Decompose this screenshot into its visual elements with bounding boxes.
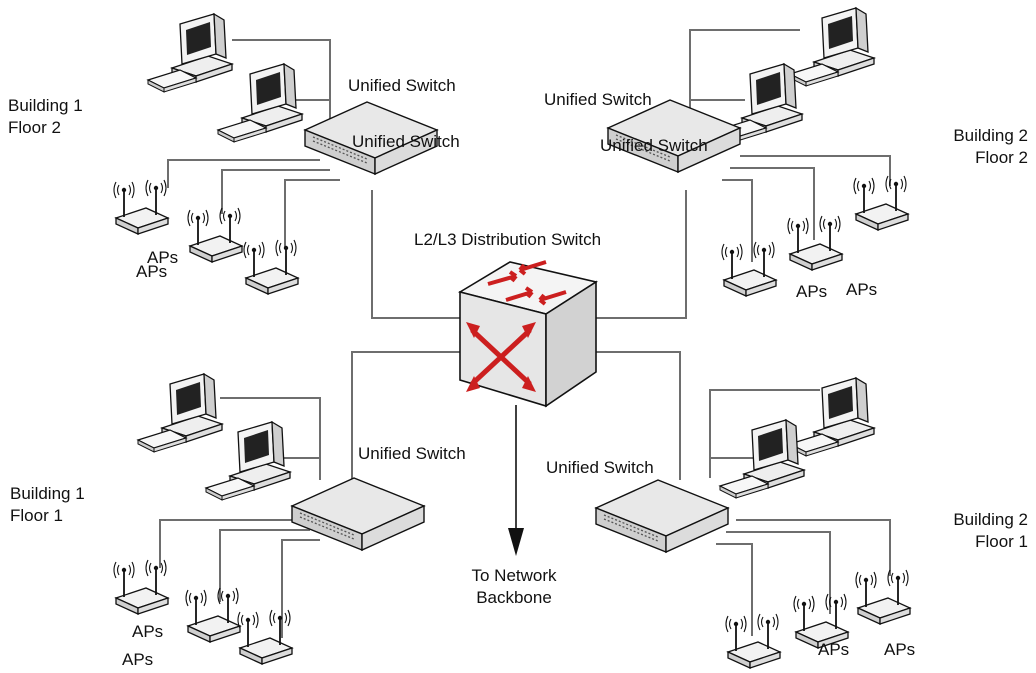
access-point-icon	[856, 570, 910, 624]
aps-label: APs	[846, 280, 877, 300]
access-point-icon	[854, 176, 908, 230]
aps-label: APs	[136, 262, 167, 282]
access-point-icon	[238, 610, 292, 664]
floor-label: Floor 1	[10, 506, 63, 526]
access-point-icon	[186, 588, 240, 642]
computer-icon	[790, 8, 874, 86]
backbone-label-line2: Backbone	[454, 588, 574, 608]
aps-label: APs	[132, 622, 163, 642]
floor-label: Floor 2	[975, 148, 1028, 168]
arrow-down-icon	[508, 528, 524, 556]
aps-label: APs	[122, 650, 153, 670]
aps-label: APs	[884, 640, 915, 660]
access-point-icon	[722, 242, 776, 296]
building-label: Building 2	[953, 510, 1028, 530]
aps-label: APs	[796, 282, 827, 302]
computer-icon	[206, 422, 290, 500]
building-label: Building 1	[10, 484, 85, 504]
floor-label: Floor 2	[8, 118, 61, 138]
access-point-icon	[244, 240, 298, 294]
unified-switch-icon	[596, 480, 728, 552]
access-point-icon	[114, 180, 168, 234]
backbone-label-line1: To Network	[454, 566, 574, 586]
computer-icon	[138, 374, 222, 452]
backbone-arrow	[508, 405, 524, 556]
unified-switch-label: Unified Switch	[546, 458, 654, 478]
unified-switch-label: Unified Switch	[358, 444, 466, 464]
unified-switch-label: Unified Switch	[544, 90, 652, 110]
aps-label: APs	[818, 640, 849, 660]
building-label: Building 1	[8, 96, 83, 116]
computer-icon	[218, 64, 302, 142]
access-point-icon	[188, 208, 242, 262]
computer-icon	[148, 14, 232, 92]
access-point-icon	[114, 560, 168, 614]
building-label: Building 2	[953, 126, 1028, 146]
distribution-switch-icon	[460, 262, 596, 406]
floor-label: Floor 1	[975, 532, 1028, 552]
unified-switch-label: Unified Switch	[352, 132, 460, 152]
unified-switch-label: Unified Switch	[600, 136, 708, 156]
distribution-switch-label: L2/L3 Distribution Switch	[414, 230, 601, 250]
unified-switch-label: Unified Switch	[348, 76, 456, 96]
